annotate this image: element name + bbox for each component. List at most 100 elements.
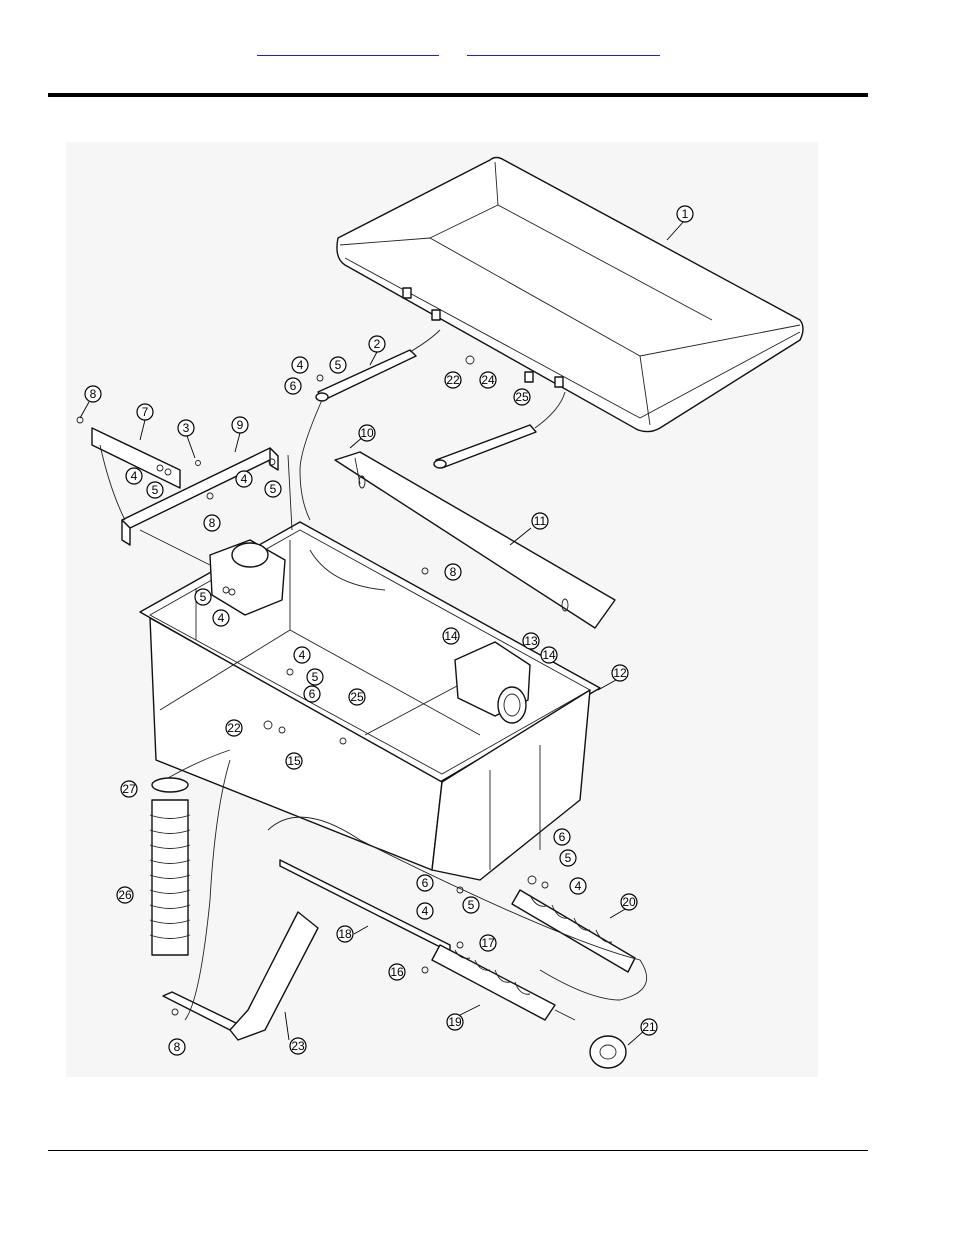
callout-8b: 8	[203, 514, 221, 532]
callout-8c: 8	[444, 563, 462, 581]
callout-4f: 4	[569, 877, 587, 895]
svg-text:23: 23	[291, 1039, 305, 1053]
svg-text:19: 19	[448, 1015, 462, 1029]
svg-text:4: 4	[297, 358, 304, 372]
callout-1: 1	[676, 205, 694, 223]
svg-text:15: 15	[287, 754, 301, 768]
svg-text:6: 6	[290, 379, 297, 393]
svg-text:6: 6	[559, 830, 566, 844]
callout-labels: 1 2 4 5 6 22 24 25 8 7 3 9 10 4 5 4 5 8 …	[84, 205, 694, 1056]
svg-text:14: 14	[444, 629, 458, 643]
callout-8d: 8	[168, 1038, 186, 1056]
svg-text:4: 4	[218, 611, 225, 625]
callout-14b: 14	[540, 646, 558, 664]
svg-text:12: 12	[613, 666, 627, 680]
svg-text:4: 4	[241, 472, 248, 486]
side-panel-part	[309, 451, 616, 629]
callout-5f: 5	[559, 849, 577, 867]
svg-text:13: 13	[524, 634, 538, 648]
callout-26: 26	[116, 886, 134, 904]
callout-4b: 4	[125, 467, 143, 485]
callout-3: 3	[177, 419, 195, 437]
callout-9: 9	[231, 416, 249, 434]
callout-5e: 5	[306, 668, 324, 686]
svg-text:20: 20	[622, 895, 636, 909]
callout-4e: 4	[293, 646, 311, 664]
svg-text:14: 14	[542, 648, 556, 662]
svg-text:5: 5	[200, 590, 207, 604]
callout-5b: 5	[146, 481, 164, 499]
callout-4d: 4	[212, 609, 230, 627]
footer-rule	[48, 1150, 868, 1151]
svg-text:25: 25	[350, 690, 364, 704]
svg-text:10: 10	[360, 426, 374, 440]
callout-27: 27	[120, 780, 138, 798]
svg-text:3: 3	[183, 421, 190, 435]
callout-14a: 14	[442, 627, 460, 645]
svg-text:21: 21	[642, 1020, 656, 1034]
callout-10: 10	[358, 424, 376, 442]
callout-15: 15	[285, 752, 303, 770]
callout-25a: 25	[513, 388, 531, 406]
callout-22a: 22	[444, 371, 462, 389]
svg-text:4: 4	[422, 904, 429, 918]
callout-13: 13	[522, 632, 540, 650]
callout-leaders	[79, 219, 686, 1046]
svg-text:5: 5	[335, 358, 342, 372]
svg-text:4: 4	[575, 879, 582, 893]
svg-text:4: 4	[131, 469, 138, 483]
callout-24: 24	[479, 371, 497, 389]
callout-11: 11	[531, 512, 549, 530]
svg-text:8: 8	[209, 516, 216, 530]
svg-text:7: 7	[142, 405, 149, 419]
svg-text:25: 25	[515, 390, 529, 404]
callout-16: 16	[388, 963, 406, 981]
header-link-left[interactable]	[257, 40, 439, 56]
svg-text:8: 8	[450, 565, 457, 579]
callout-5d: 5	[194, 588, 212, 606]
header-link-right[interactable]	[467, 40, 660, 56]
svg-text:24: 24	[481, 373, 495, 387]
callout-2: 2	[368, 335, 386, 353]
callout-6c: 6	[553, 828, 571, 846]
lid-stay-parts	[315, 329, 566, 469]
callout-4c: 4	[235, 470, 253, 488]
callout-20: 20	[620, 893, 638, 911]
bracket-parts	[91, 399, 323, 566]
callout-7: 7	[136, 403, 154, 421]
svg-text:4: 4	[299, 648, 306, 662]
callout-6b: 6	[303, 685, 321, 703]
callout-21: 21	[640, 1018, 658, 1036]
callout-6a: 6	[284, 377, 302, 395]
svg-text:9: 9	[237, 418, 244, 432]
svg-text:6: 6	[422, 876, 429, 890]
svg-text:2: 2	[374, 337, 381, 351]
callout-4g: 4	[416, 902, 434, 920]
callout-12: 12	[611, 664, 629, 682]
callout-18: 18	[336, 925, 354, 943]
svg-text:11: 11	[534, 514, 547, 528]
svg-text:5: 5	[468, 898, 475, 912]
lid-part	[336, 156, 804, 433]
callout-5g: 5	[462, 896, 480, 914]
svg-text:22: 22	[446, 373, 460, 387]
svg-text:26: 26	[118, 888, 132, 902]
svg-text:5: 5	[312, 670, 319, 684]
spring-hose-part	[149, 749, 231, 956]
callout-6d: 6	[416, 874, 434, 892]
header-links	[0, 40, 954, 60]
svg-text:8: 8	[90, 387, 97, 401]
svg-text:8: 8	[174, 1040, 181, 1054]
callout-23: 23	[289, 1037, 307, 1055]
callout-17: 17	[479, 934, 497, 952]
mounting-bracket-part	[162, 759, 319, 1041]
svg-text:1: 1	[682, 207, 689, 221]
agitator-assembly-parts	[267, 816, 648, 1069]
bearing-housing-parts	[209, 539, 531, 724]
callout-22b: 22	[225, 719, 243, 737]
svg-text:27: 27	[122, 782, 136, 796]
svg-text:5: 5	[270, 482, 277, 496]
svg-text:22: 22	[227, 721, 241, 735]
callout-5a: 5	[329, 356, 347, 374]
